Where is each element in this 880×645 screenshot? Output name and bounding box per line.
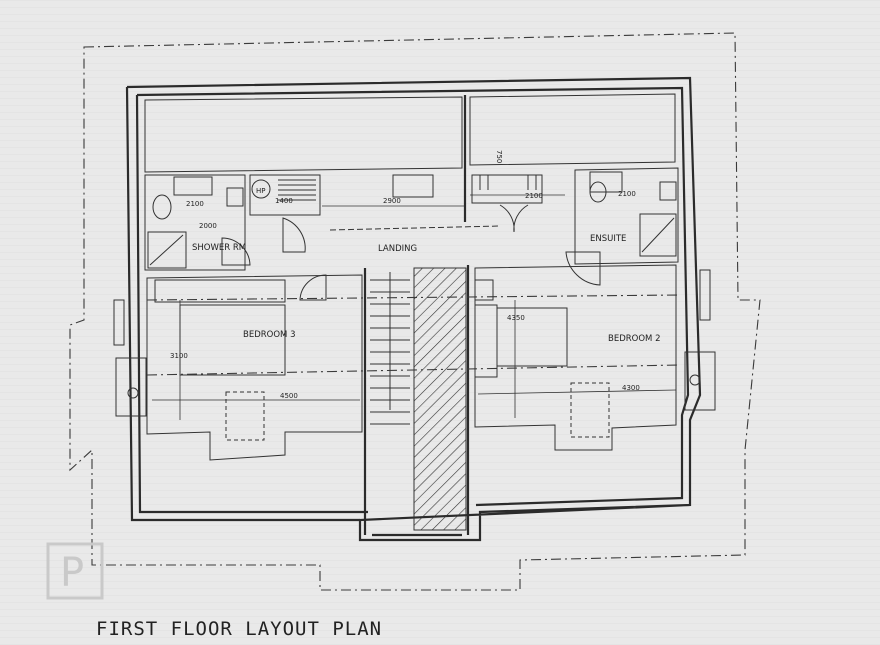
eaves-line-upper — [146, 294, 681, 301]
ensuite-wc — [589, 181, 607, 203]
plan-title: FIRST FLOOR LAYOUT PLAN — [96, 618, 383, 640]
dim-shower-width: 2100 — [186, 200, 204, 208]
chimney-right — [684, 351, 716, 411]
shower-vanity — [173, 176, 213, 196]
outer-wall — [125, 76, 702, 542]
shower-tray-line — [149, 234, 184, 266]
shower-wc — [152, 194, 172, 220]
bedroom3-walls — [146, 274, 363, 461]
dim-bed3-depth: 3100 — [170, 352, 188, 360]
dim-ensuite-width: 2100 — [618, 190, 636, 198]
ensuite-walls — [574, 167, 679, 265]
bed2-dim-width — [477, 389, 677, 395]
shower-door-swing — [221, 237, 251, 266]
bedroom2-window-zone — [570, 382, 610, 438]
label-hp: HP — [256, 187, 266, 195]
flue-right — [689, 374, 701, 386]
dim-bed2-depth: 4350 — [507, 314, 525, 322]
label-bedroom2: BEDROOM 2 — [608, 334, 660, 344]
eaves-storage — [144, 93, 676, 173]
hp-door-swing — [282, 217, 306, 253]
shower-room-walls — [144, 174, 246, 271]
dim-landing-width: 2900 — [383, 197, 401, 205]
bedroom2-walls — [474, 264, 677, 451]
dim-hp-width: 1400 — [275, 197, 293, 205]
hp-shelves — [278, 179, 316, 201]
eaves-line — [146, 364, 681, 376]
shower-tray — [147, 231, 187, 269]
hp-cylinder — [251, 179, 271, 199]
ensuite-door-swing — [565, 251, 601, 286]
ensuite-shower-line — [641, 217, 675, 253]
bedroom2-bed — [496, 307, 568, 367]
window-right — [699, 269, 711, 321]
bedroom3-window-zone — [225, 391, 265, 441]
robe-store — [471, 174, 543, 204]
robe-rails — [479, 175, 537, 190]
dim-bed2-width: 4300 — [622, 384, 640, 392]
watermark-letter: P — [60, 550, 84, 596]
dim-robe-width: 2100 — [525, 192, 543, 200]
robe-doors — [499, 204, 529, 233]
stair-void — [413, 267, 467, 531]
ensuite-shower — [639, 213, 677, 257]
label-ensuite: ENSUITE — [590, 234, 626, 244]
dim-store-depth: 750 — [495, 150, 503, 163]
chimney-left — [115, 357, 147, 417]
watermark-logo: P — [46, 542, 104, 600]
dim-shower-depth: 2000 — [199, 222, 217, 230]
label-landing: LANDING — [378, 244, 417, 254]
stair-wall — [363, 265, 470, 537]
shower-basin — [226, 187, 244, 207]
bedroom2-unit — [474, 279, 494, 301]
landing-dash — [329, 225, 501, 231]
label-bedroom3: BEDROOM 3 — [243, 330, 295, 340]
flue-left — [127, 387, 139, 399]
bedroom2-wardrobe — [474, 304, 498, 378]
bed3-door-swing — [299, 274, 327, 301]
bedroom3-wardrobe — [154, 279, 286, 303]
ensuite-basin — [659, 181, 677, 201]
label-shower-rm: SHOWER RM — [192, 243, 246, 253]
dim-bed3-width: 4500 — [280, 392, 298, 400]
window-left — [113, 299, 125, 346]
bedroom3-bed — [179, 304, 286, 376]
site-boundary — [69, 32, 761, 591]
inner-wall — [135, 86, 690, 514]
landing-window — [392, 174, 434, 198]
hot-press — [249, 174, 321, 216]
